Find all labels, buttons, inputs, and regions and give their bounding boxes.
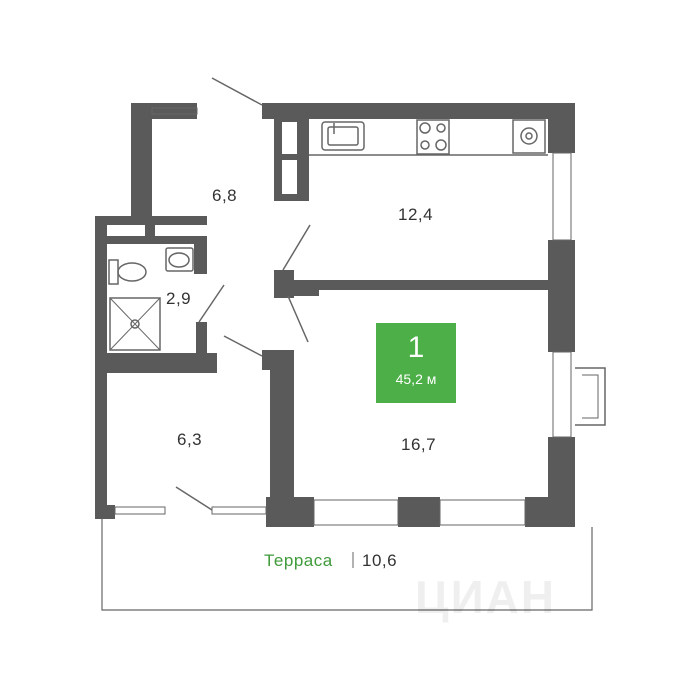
- burner-2: [436, 123, 446, 133]
- window-hall: [151, 107, 198, 115]
- door-bedroom: [223, 335, 263, 357]
- wall-right-middle: [548, 240, 575, 352]
- wall-bath-top-inner: [95, 236, 207, 244]
- apartment-badge: 1 45,2 м: [376, 323, 456, 403]
- terrace-outline: [101, 519, 593, 611]
- window-bedroom-right: [211, 506, 267, 515]
- burner-1: [419, 122, 431, 134]
- bathroom-area: 2,9: [166, 289, 192, 308]
- wall-kitchen-living: [274, 280, 575, 290]
- door-entrance: [211, 77, 263, 106]
- terrace-area: 10,6: [362, 551, 398, 570]
- washbasin-bowl: [168, 252, 190, 268]
- window-bedroom-left: [114, 506, 166, 515]
- window-living-left: [313, 499, 399, 526]
- toilet-tank: [108, 259, 119, 285]
- kitchen-niche-bottom: [282, 160, 297, 194]
- washing-machine-core: [525, 132, 533, 140]
- window-kitchen: [552, 152, 572, 241]
- watermark-text: ЦИАН: [415, 571, 557, 623]
- wall-bottom-left: [95, 505, 115, 519]
- hall-area: 6,8: [212, 186, 238, 205]
- wall-bath-right-lower: [196, 322, 207, 356]
- bedroom-area: 6,3: [177, 430, 203, 449]
- window-living: [552, 351, 572, 438]
- washing-machine-icon: [512, 119, 546, 154]
- wall-top: [262, 103, 575, 119]
- room-count: 1: [407, 331, 425, 364]
- wall-bath-split: [145, 216, 155, 244]
- kitchen-sink-bowl: [327, 126, 359, 146]
- living-room-area: 16,7: [401, 435, 437, 454]
- burner-4: [435, 139, 447, 151]
- washing-machine-drum: [520, 127, 538, 145]
- wall-top-right-corner: [548, 103, 575, 153]
- fixtures: [101, 77, 606, 611]
- kitchen-sink-icon: [321, 121, 365, 151]
- wall-bath-right-upper: [194, 244, 207, 274]
- wall-hall-left: [131, 103, 152, 218]
- door-bathroom: [198, 284, 225, 323]
- wall-hall-top: [131, 103, 197, 119]
- shower-diag-2: [109, 297, 161, 351]
- kitchen-niche-top: [282, 122, 297, 154]
- stove-icon: [416, 119, 450, 155]
- wall-bottom-mid: [266, 497, 314, 527]
- wall-partition-lip: [294, 290, 319, 296]
- shower-tray-icon: [109, 297, 161, 351]
- burner-3: [420, 140, 430, 150]
- wall-bath-bottom: [107, 353, 217, 373]
- wall-bottom-right: [525, 497, 575, 527]
- walls: [95, 103, 575, 527]
- wall-left: [95, 216, 107, 519]
- door-kitchen: [282, 224, 311, 271]
- toilet-icon: [117, 262, 147, 282]
- door-living: [287, 295, 309, 343]
- door-terrace: [175, 486, 213, 511]
- balcony-inner: [582, 374, 599, 419]
- wall-bottom-pier: [398, 497, 440, 527]
- kitchen-area: 12,4: [398, 205, 434, 224]
- balcony-box: [575, 367, 606, 426]
- terrace-name: Терраса: [264, 551, 333, 570]
- shower-drain: [130, 319, 140, 329]
- window-living-right: [439, 499, 526, 526]
- total-area: 45,2 м: [395, 371, 437, 387]
- washbasin-icon: [165, 247, 194, 272]
